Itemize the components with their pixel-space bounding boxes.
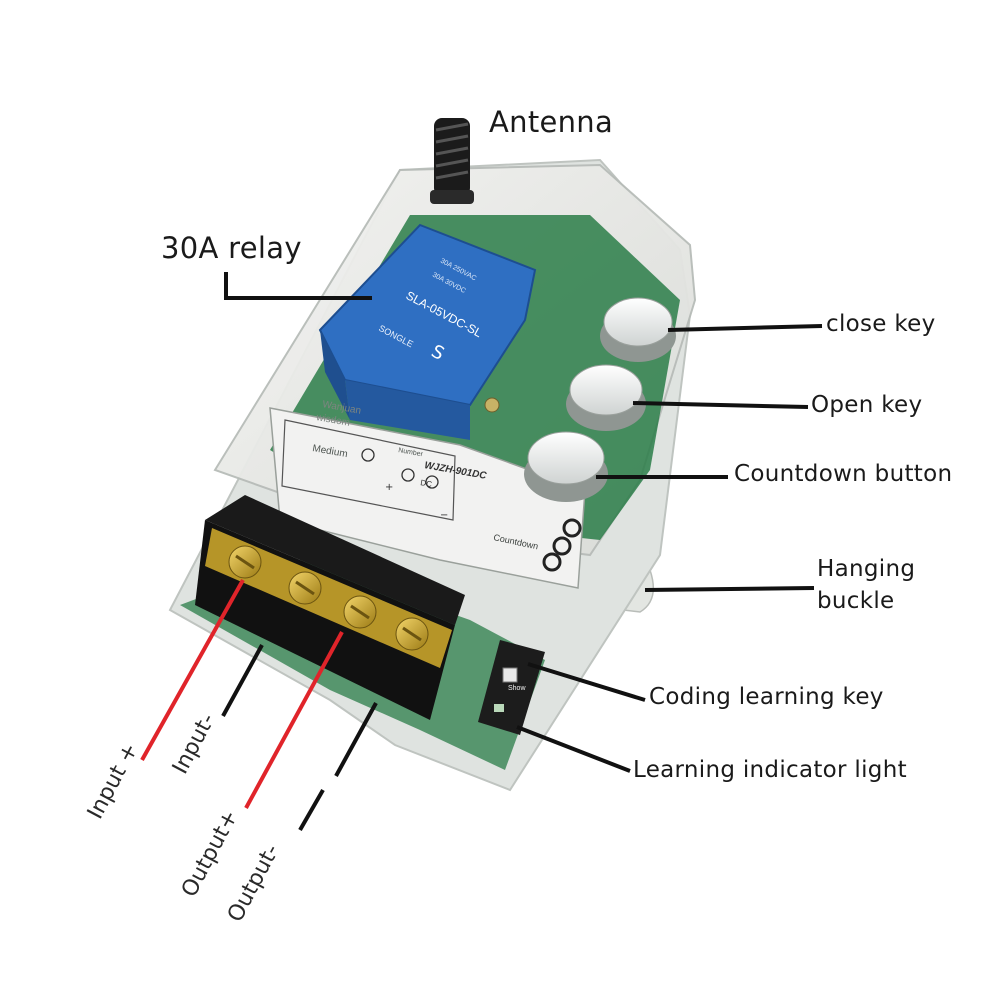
close-key-button[interactable] bbox=[600, 297, 676, 362]
panel-minus-sign: − bbox=[440, 510, 448, 521]
ground-symbol-icon bbox=[425, 475, 439, 489]
coding-learning-leader bbox=[527, 662, 646, 702]
learning-indicator-light bbox=[494, 704, 504, 712]
learning-light-leader bbox=[516, 725, 631, 773]
antenna-label: Antenna bbox=[489, 105, 614, 139]
open-key-button[interactable] bbox=[566, 364, 646, 431]
input-minus-wire bbox=[221, 644, 264, 717]
indicator-ring-icon bbox=[542, 552, 562, 572]
close-key-label: close key bbox=[826, 311, 936, 337]
antenna-coil bbox=[430, 118, 474, 204]
ground-symbol-icon bbox=[361, 448, 375, 462]
ground-symbol-icon bbox=[401, 468, 415, 482]
open-key-leader bbox=[632, 401, 809, 409]
hanging-buckle-leader bbox=[644, 586, 815, 592]
hanging-buckle-label-line2: buckle bbox=[817, 588, 895, 614]
output-minus-wire-end bbox=[298, 789, 325, 831]
indicator-ring-icon bbox=[552, 536, 572, 556]
learning-indicator-light-label: Learning indicator light bbox=[633, 757, 907, 783]
countdown-button[interactable] bbox=[524, 431, 608, 502]
indicator-ring-icon bbox=[562, 518, 582, 538]
label-panel-frame bbox=[281, 419, 456, 521]
countdown-button-label: Countdown button bbox=[734, 461, 953, 487]
relay-leader bbox=[224, 272, 372, 300]
panel-plus-sign: + bbox=[385, 482, 393, 493]
terminal-block bbox=[195, 495, 465, 720]
coding-learning-key[interactable] bbox=[502, 667, 518, 683]
open-key-label: Open key bbox=[811, 392, 923, 418]
hanging-buckle-label-line1: Hanging bbox=[817, 556, 916, 582]
coding-learning-key-label: Coding learning key bbox=[649, 684, 884, 710]
relay-label: 30A relay bbox=[161, 231, 302, 265]
output-minus-wire bbox=[334, 702, 378, 777]
relay: SONGLE SLA-05VDC-SL 30A 250VAC 30A 30VDC… bbox=[318, 223, 537, 440]
panel-number: Number bbox=[398, 447, 424, 458]
output-plus-wire bbox=[244, 631, 344, 809]
led-component bbox=[484, 397, 500, 413]
close-key-leader bbox=[667, 324, 823, 332]
input-plus-wire bbox=[140, 579, 245, 761]
learn-show-text: Show bbox=[508, 685, 526, 692]
